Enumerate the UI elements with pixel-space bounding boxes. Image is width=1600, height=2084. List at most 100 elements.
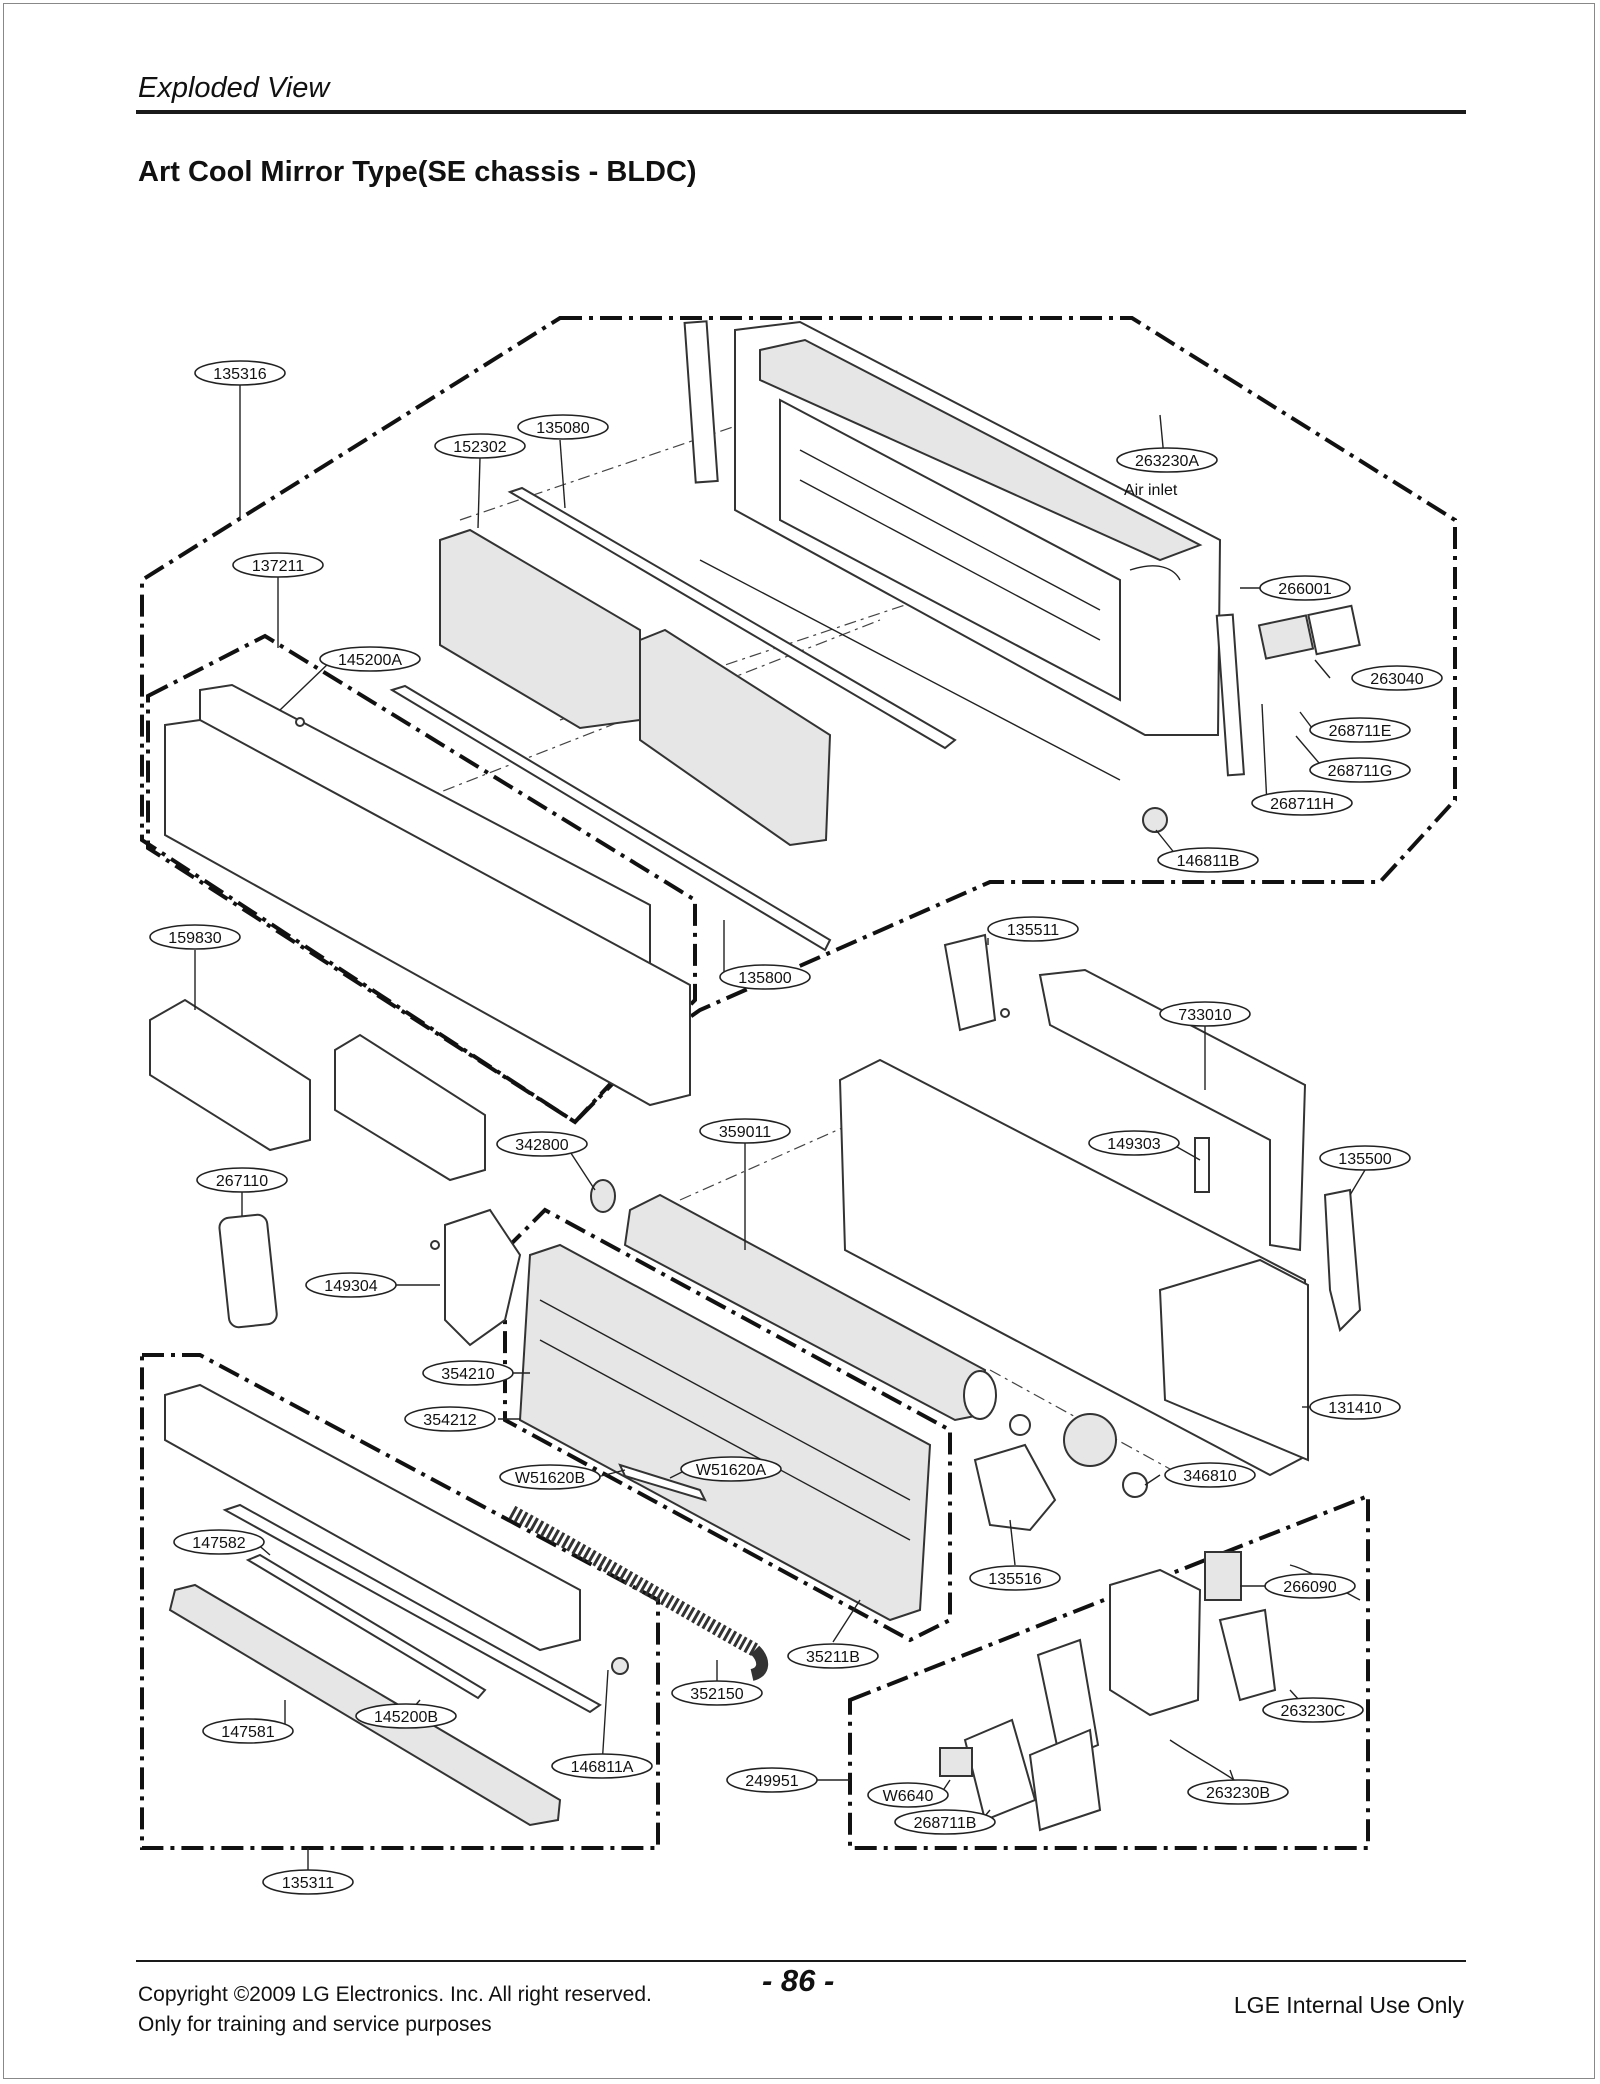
svg-text:359011: 359011 bbox=[719, 1124, 771, 1141]
svg-text:W51620A: W51620A bbox=[696, 1462, 767, 1479]
callout-135800: 135800 bbox=[719, 964, 811, 990]
svg-text:354212: 354212 bbox=[423, 1412, 476, 1429]
callout-268711B: 268711B bbox=[894, 1809, 996, 1835]
svg-text:135080: 135080 bbox=[536, 420, 589, 437]
callout-W51620A: W51620A bbox=[680, 1456, 782, 1482]
bearing-holder bbox=[444, 1208, 522, 1347]
callout-137211: 137211 bbox=[232, 552, 324, 578]
svg-text:149303: 149303 bbox=[1107, 1136, 1160, 1153]
right-bracket bbox=[1323, 1188, 1362, 1332]
svg-text:135516: 135516 bbox=[988, 1571, 1041, 1588]
page-number: - 86 - bbox=[762, 1963, 835, 1998]
callout-149304: 149304 bbox=[305, 1272, 397, 1298]
svg-text:346810: 346810 bbox=[1183, 1468, 1236, 1485]
svg-text:131410: 131410 bbox=[1328, 1400, 1381, 1417]
front-panel bbox=[164, 683, 691, 1107]
upper-group-outline bbox=[140, 316, 1457, 1125]
control-box-group-outline bbox=[848, 1493, 1370, 1850]
callout-263040: 263040 bbox=[1351, 665, 1443, 691]
svg-text:352150: 352150 bbox=[690, 1686, 743, 1703]
callout-263230A: 263230A bbox=[1116, 447, 1218, 473]
callout-152302: 152302 bbox=[434, 433, 526, 459]
footer-left: Copyright ©2009 LG Electronics. Inc. All… bbox=[138, 1980, 652, 2040]
stay-wire bbox=[699, 559, 1121, 781]
svg-text:263230A: 263230A bbox=[1135, 453, 1199, 470]
cross-flow-fan bbox=[623, 1193, 997, 1422]
svg-text:135800: 135800 bbox=[738, 970, 791, 987]
svg-text:135311: 135311 bbox=[282, 1875, 334, 1892]
svg-text:146811A: 146811A bbox=[571, 1759, 634, 1776]
callout-147582: 147582 bbox=[173, 1529, 265, 1555]
callout-267110: 267110 bbox=[196, 1167, 288, 1193]
front-panel-group-outline bbox=[146, 633, 697, 1125]
upper-rod bbox=[507, 486, 957, 750]
svg-text:147582: 147582 bbox=[192, 1535, 245, 1552]
bearing bbox=[590, 1179, 616, 1213]
callout-268711H: 268711H bbox=[1251, 790, 1353, 816]
internal-use-text: LGE Internal Use Only bbox=[1233, 1992, 1464, 2018]
svg-text:268711H: 268711H bbox=[1270, 796, 1334, 813]
callout-263230B: 263230B bbox=[1187, 1779, 1289, 1805]
callout-W51620B: W51620B bbox=[499, 1464, 601, 1490]
refrigerant-pipes bbox=[618, 1463, 707, 1502]
callout-249951: 249951 bbox=[726, 1767, 818, 1793]
rear-chassis-grille bbox=[734, 320, 1222, 736]
alignment-line bbox=[419, 619, 881, 801]
callout-147581: 147581 bbox=[202, 1718, 294, 1744]
svg-text:354210: 354210 bbox=[441, 1366, 494, 1383]
callout-135316: 135316 bbox=[194, 360, 286, 386]
alignment-line bbox=[679, 1119, 861, 1201]
callout-354210: 354210 bbox=[422, 1360, 514, 1386]
callout-35211B: 35211B bbox=[787, 1643, 879, 1669]
side-bracket bbox=[683, 320, 719, 484]
main-chassis bbox=[838, 1058, 1310, 1477]
callout-268711G: 268711G bbox=[1309, 757, 1411, 783]
step-motor bbox=[1142, 807, 1168, 833]
callout-146811A: 146811A bbox=[551, 1753, 653, 1779]
svg-text:35211B: 35211B bbox=[806, 1649, 860, 1666]
svg-text:268711B: 268711B bbox=[914, 1815, 977, 1832]
svg-text:342800: 342800 bbox=[515, 1137, 568, 1154]
wire-harness bbox=[1129, 565, 1181, 581]
discharge-vanes bbox=[164, 1383, 629, 1827]
air-inlet-note: Air inlet bbox=[1124, 482, 1178, 499]
callout-733010: 733010 bbox=[1159, 1001, 1251, 1027]
svg-text:W6640: W6640 bbox=[883, 1788, 934, 1805]
screw bbox=[430, 1240, 440, 1250]
drain-hose-end bbox=[750, 1645, 769, 1681]
svg-text:266001: 266001 bbox=[1278, 581, 1331, 598]
svg-text:152302: 152302 bbox=[453, 439, 506, 456]
svg-text:266090: 266090 bbox=[1283, 1579, 1336, 1596]
callout-266001: 266001 bbox=[1259, 575, 1351, 601]
copyright-text: Copyright ©2009 LG Electronics. Inc. All… bbox=[138, 1983, 652, 2006]
callout-263230C: 263230C bbox=[1262, 1697, 1364, 1723]
leader-lines bbox=[194, 384, 1366, 1870]
svg-text:145200B: 145200B bbox=[374, 1709, 438, 1726]
vane-group-outline bbox=[140, 1353, 660, 1850]
air-filter bbox=[439, 528, 832, 847]
screw bbox=[295, 717, 305, 727]
callout-146811B: 146811B bbox=[1157, 847, 1259, 873]
callout-149303: 149303 bbox=[1088, 1130, 1180, 1156]
callout-145200B: 145200B bbox=[355, 1703, 457, 1729]
callout-131410: 131410 bbox=[1309, 1394, 1401, 1420]
svg-text:W51620B: W51620B bbox=[515, 1470, 585, 1487]
svg-text:146811B: 146811B bbox=[1177, 853, 1240, 870]
callout-135311: 135311 bbox=[262, 1869, 354, 1895]
svg-text:135511: 135511 bbox=[1007, 922, 1059, 939]
drain-hose bbox=[508, 1505, 759, 1657]
display-pcb bbox=[1307, 604, 1361, 656]
diagram-title: Art Cool Mirror Type(SE chassis - BLDC) bbox=[138, 156, 697, 188]
callout-135080: 135080 bbox=[517, 414, 609, 440]
svg-text:135316: 135316 bbox=[213, 366, 266, 383]
side-bracket bbox=[1215, 613, 1245, 777]
page-frame bbox=[3, 3, 1595, 2079]
screw bbox=[1000, 1008, 1010, 1018]
callout-W6640: W6640 bbox=[867, 1782, 949, 1808]
svg-text:267110: 267110 bbox=[216, 1173, 268, 1190]
svg-text:149304: 149304 bbox=[324, 1278, 377, 1295]
svg-text:268711G: 268711G bbox=[1328, 763, 1393, 780]
callout-135516: 135516 bbox=[969, 1565, 1061, 1591]
remote-controller bbox=[218, 1213, 278, 1329]
